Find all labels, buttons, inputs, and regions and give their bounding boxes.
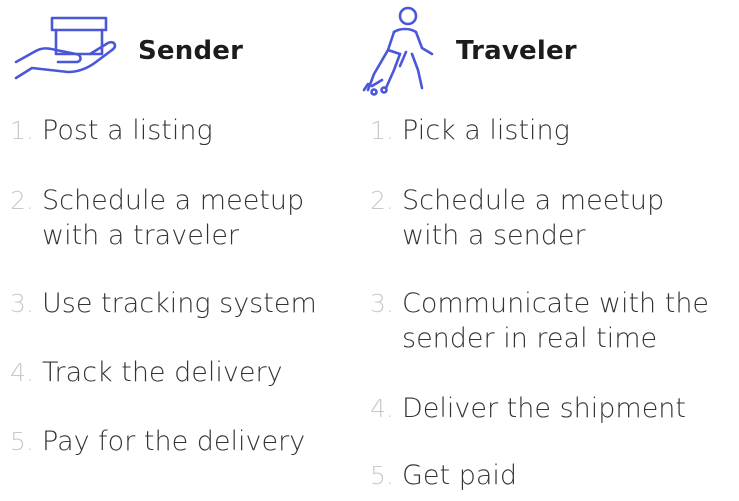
step-label: Track the delivery	[42, 357, 283, 388]
step-number: 2.	[370, 186, 394, 215]
traveler-step-2: 2. Schedule a meetup with a sender	[370, 183, 664, 253]
step-label: Deliver the shipment	[402, 393, 687, 424]
step-label: Pay for the delivery	[42, 426, 306, 457]
traveler-step-4: 4. Deliver the shipment	[370, 391, 686, 426]
step-label: Pick a listing	[402, 115, 570, 146]
hand-holding-box-icon	[14, 12, 124, 82]
sender-step-1: 1. Post a listing	[10, 113, 213, 148]
step-label: Get paid	[402, 460, 518, 491]
traveler-step-3: 3. Communicate with the sender in real t…	[370, 286, 709, 356]
step-number: 3.	[370, 289, 394, 318]
step-label: Schedule a meetup with a traveler	[42, 185, 305, 251]
step-number: 4.	[10, 358, 34, 387]
step-number: 3.	[10, 289, 34, 318]
traveler-title: Traveler	[456, 36, 577, 66]
traveler-walking-icon	[360, 4, 450, 96]
step-label: Communicate with the sender in real time	[402, 288, 710, 354]
step-label: Use tracking system	[42, 288, 317, 319]
step-number: 5.	[370, 461, 394, 490]
sender-title: Sender	[138, 36, 244, 66]
sender-step-3: 3. Use tracking system	[10, 286, 317, 321]
sender-step-5: 5. Pay for the delivery	[10, 424, 305, 459]
sender-header: Sender	[0, 0, 360, 100]
sender-step-2: 2. Schedule a meetup with a traveler	[10, 183, 304, 253]
step-number: 5.	[10, 427, 34, 456]
step-label: Post a listing	[42, 115, 213, 146]
traveler-step-1: 1. Pick a listing	[370, 113, 570, 148]
traveler-step-5: 5. Get paid	[370, 458, 517, 493]
step-number: 1.	[370, 116, 394, 145]
step-number: 1.	[10, 116, 34, 145]
traveler-header: Traveler	[360, 0, 739, 100]
step-label: Schedule a meetup with a sender	[402, 185, 665, 251]
step-number: 2.	[10, 186, 34, 215]
sender-step-4: 4. Track the delivery	[10, 355, 283, 390]
step-number: 4.	[370, 394, 394, 423]
